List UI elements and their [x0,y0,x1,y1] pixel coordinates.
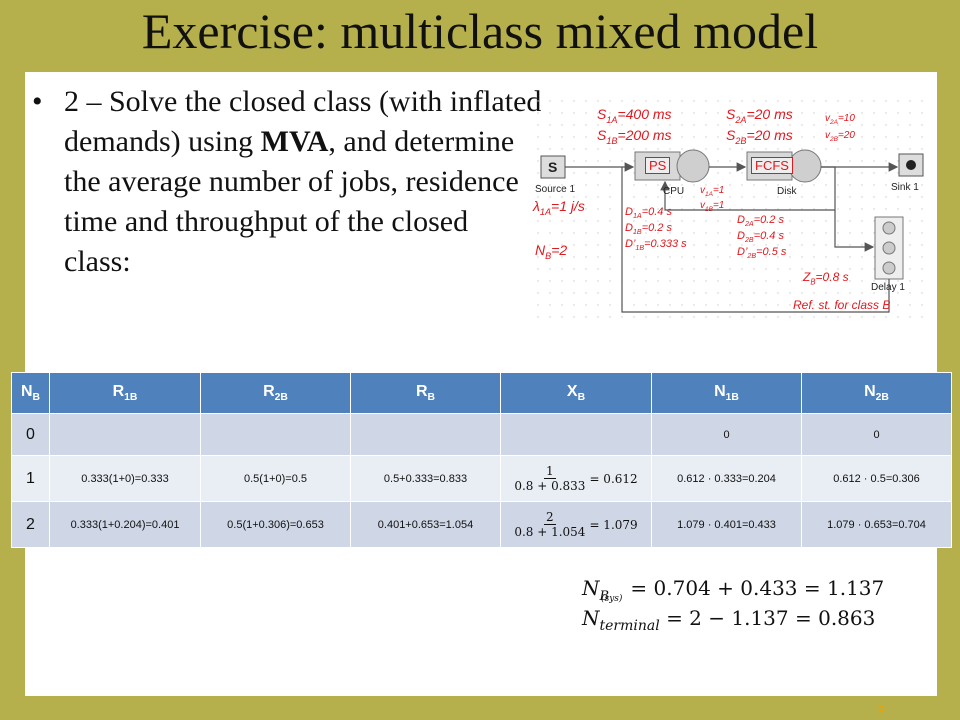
xb-denominator: 0.8 + 1.054 [514,525,586,539]
label-v1a: v1A=1 [700,185,725,198]
label-ref-station: Ref. st. for class B [793,298,891,312]
cell-r2b: 0.5(1+0.306)=0.653 [200,501,351,548]
label-nb: NB=2 [535,242,568,261]
cell-n1b: 0.612 · 0.333=0.204 [651,455,802,502]
page-number: 9 [878,703,885,717]
disk-server [788,149,822,183]
label-lambda: λ1A=1 j/s [533,198,585,217]
delay-label: Delay 1 [871,282,905,293]
sink-icon [906,160,916,170]
xb-numerator: 2 [544,510,556,525]
bullet-marker: • [32,85,43,118]
label-s1a: S1A=400 ms [597,106,672,125]
bullet-post: , and determine the average number of jo… [64,125,519,278]
cell-xb [500,413,652,456]
header-rb: RB [350,372,501,414]
header-r2b: R2B [200,372,351,414]
equation-n-terminal: Nterminal = 2 − 1.137 = 0.863 [582,606,876,634]
label-d1b: D1B=0.2 s [625,222,672,237]
disk-label: Disk [777,186,797,197]
label-d1a: D1A=0.4 s [625,206,672,221]
xb-denominator: 0.8 + 0.833 [514,479,586,493]
bullet-pre: 2 – Solve the closed class (with inflate… [64,85,542,158]
xb-numerator: 1 [544,464,556,479]
label-dp1b: D’1B=0.333 s [625,238,687,253]
cell-r1b [49,413,201,456]
label-d2b: D2B=0.4 s [737,230,784,245]
cell-rb: 0.401+0.653=1.054 [350,501,501,548]
equation-nb-sys: NB(sys)= 0.704 + 0.433 = 1.137 [582,576,885,605]
label-s1b: S1B=200 ms [597,127,672,146]
fcfs-label: FCFS [751,157,793,174]
label-s2b: S2B=20 ms [726,127,793,146]
slide-title: Exercise: multiclass mixed model [141,3,819,59]
header-n2b: N2B [801,372,952,414]
cell-n1b: 1.079 · 0.401=0.433 [651,501,802,548]
cell-n2b: 0.612 · 0.5=0.306 [801,455,952,502]
header-r1b: R1B [49,372,201,414]
cell-rb: 0.5+0.333=0.833 [350,455,501,502]
header-nb: NB [11,372,50,414]
sink-label: Sink 1 [891,182,919,193]
cell-r1b: 0.333(1+0.204)=0.401 [49,501,201,548]
label-v1b: v1B=1 [700,200,725,213]
cell-n2b: 0 [801,413,952,456]
cell-n1b: 0 [651,413,802,456]
table-row: 2 0.333(1+0.204)=0.401 0.5(1+0.306)=0.65… [11,501,952,548]
table-row: 1 0.333(1+0)=0.333 0.5(1+0)=0.5 0.5+0.33… [11,455,952,502]
label-dp2b: D’2B=0.5 s [737,246,787,261]
cpu-label: CPU [663,186,685,197]
cell-r1b: 0.333(1+0)=0.333 [49,455,201,502]
cell-nb: 1 [11,455,50,502]
table-header-row: NB R1B R2B RB XB N1B N2B [11,372,952,414]
source-glyph: S [548,159,558,175]
table-row: 0 0 0 [11,413,952,456]
cell-nb: 2 [11,501,50,548]
cell-rb [350,413,501,456]
cell-r2b [200,413,351,456]
cell-n2b: 1.079 · 0.653=0.704 [801,501,952,548]
xb-result: = 0.612 [589,471,638,486]
bullet-bold: MVA [260,125,329,158]
cell-nb: 0 [11,413,50,456]
source-label: Source 1 [535,184,576,195]
label-s2a: S2A=20 ms [726,106,793,125]
label-v2a: v2A=10 [825,113,855,126]
label-v2b: v2B=20 [825,130,855,143]
cell-r2b: 0.5(1+0)=0.5 [200,455,351,502]
header-xb: XB [500,372,652,414]
xb-result: = 1.079 [589,517,638,532]
label-zb: ZB=0.8 s [803,270,849,287]
network-svg [530,100,930,322]
bullet-text: • 2 – Solve the closed class (with infla… [32,82,542,282]
ps-label: PS [645,157,671,174]
queueing-network-diagram: S1A=400 ms S1B=200 ms S2A=20 ms S2B=20 m… [525,100,930,322]
mva-table: NB R1B R2B RB XB N1B N2B 0 0 0 1 0.333(1… [11,372,952,548]
header-n1b: N1B [651,372,802,414]
cpu-server [676,149,710,183]
label-d2a: D2A=0.2 s [737,214,784,229]
